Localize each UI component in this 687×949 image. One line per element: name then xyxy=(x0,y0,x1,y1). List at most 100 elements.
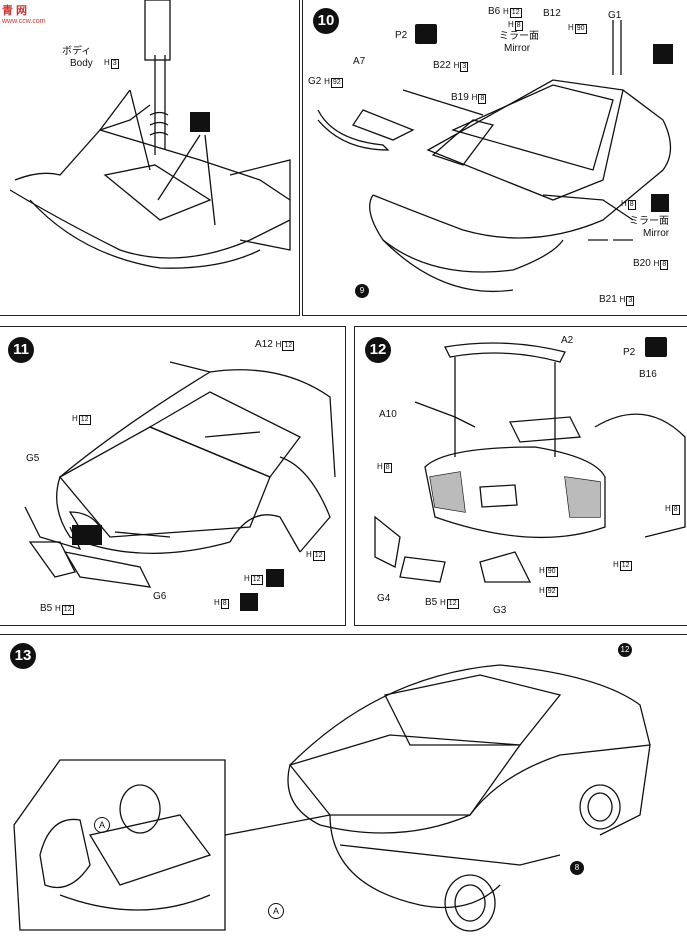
label-p2: P2 xyxy=(623,347,636,358)
paint-circle-icon xyxy=(651,194,669,212)
label-h8-left-code: 8 xyxy=(383,463,392,473)
label-g2-code: 92 xyxy=(330,78,343,88)
label-b19-code: 8 xyxy=(478,94,487,104)
label-h8-right-code: 8 xyxy=(220,599,229,609)
front-body-diagram xyxy=(24,361,336,588)
label-h12-right-code: 12 xyxy=(250,575,263,585)
panel-step-13: 13 12 8 A A xyxy=(0,634,687,948)
label-b21-text: B21 xyxy=(599,294,617,305)
label-b6-code2: 8 xyxy=(514,21,523,31)
label-b6-text: B6 xyxy=(488,6,501,17)
label-b5-code: 12 xyxy=(446,599,459,609)
label-a7: A7 xyxy=(353,56,366,67)
paint-dots-icon xyxy=(645,337,667,357)
label-mirror-jp: ミラー面 xyxy=(499,31,539,42)
label-h12-code: 12 xyxy=(78,415,91,425)
label-b20-text: B20 xyxy=(633,258,651,269)
glue-icon xyxy=(653,44,673,64)
watermark-title: 青 网 xyxy=(2,5,28,17)
label-b5-text: B5 xyxy=(40,603,53,614)
step-number-12: 12 xyxy=(365,337,391,363)
label-g2-text: G2 xyxy=(308,76,322,87)
callout-9: 9 xyxy=(355,284,369,298)
body-front-diagram xyxy=(9,0,291,269)
step-number-10: 10 xyxy=(313,8,339,34)
label-h12-side-code: 12 xyxy=(312,551,325,561)
watermark-logo: 青 网 www.ccw.com xyxy=(2,2,46,25)
label-b16: B16 xyxy=(639,369,657,380)
label-g6: G6 xyxy=(153,591,167,602)
label-a10: A10 xyxy=(379,409,397,420)
label-b12-code: 90 xyxy=(574,24,587,34)
paint-circle-icon xyxy=(240,593,258,611)
label-b22-code: 3 xyxy=(460,62,469,72)
callout-8: 8 xyxy=(570,861,584,875)
label-h90-code: 90 xyxy=(545,567,558,577)
step-number-11: 11 xyxy=(8,337,34,363)
marker-a-inset: A xyxy=(94,817,110,833)
label-a12-code: 12 xyxy=(282,341,295,351)
label-b22-text: B22 xyxy=(433,60,451,71)
label-b21-code: 3 xyxy=(626,296,635,306)
label-g1: G1 xyxy=(608,10,622,21)
label-g4: G4 xyxy=(377,593,391,604)
body-label-en: Body xyxy=(70,58,93,69)
marker-a-main: A xyxy=(268,903,284,919)
label-g3: G3 xyxy=(493,605,507,616)
step-number-13: 13 xyxy=(10,643,36,669)
glue-icon xyxy=(190,112,210,132)
label-b12: B12 xyxy=(543,8,561,19)
paint-dots-icon xyxy=(415,24,437,44)
label-a2: A2 xyxy=(561,335,574,346)
body-label-jp: ボディ xyxy=(62,46,92,57)
rear-end-diagram xyxy=(374,342,686,583)
label-g5: G5 xyxy=(26,453,40,464)
label-h92-code: 92 xyxy=(545,587,558,597)
paint-code-box: 3 xyxy=(110,59,119,69)
label-p2: P2 xyxy=(395,30,408,41)
label-b20-code: 8 xyxy=(660,260,669,270)
label-b6-code: 12 xyxy=(509,8,522,18)
label-right-code: 8 xyxy=(627,200,636,210)
label-a12-text: A12 xyxy=(255,339,273,350)
final-assembly-diagram xyxy=(13,664,651,932)
label-h12-code: 12 xyxy=(619,561,632,571)
label-right-mirror-jp: ミラー面 xyxy=(629,216,669,227)
label-right-mirror-en: Mirror xyxy=(643,228,670,239)
label-b5-code: 12 xyxy=(61,605,74,615)
label-h8-right-code: 8 xyxy=(671,505,680,515)
label-b19-text: B19 xyxy=(451,92,469,103)
paint-circle-icon xyxy=(266,569,284,587)
watermark-url: www.ccw.com xyxy=(2,18,46,25)
label-b5-text: B5 xyxy=(425,597,438,608)
callout-12: 12 xyxy=(618,643,632,657)
label-mirror-en: Mirror xyxy=(504,43,531,54)
rear-body-diagram xyxy=(317,20,672,293)
